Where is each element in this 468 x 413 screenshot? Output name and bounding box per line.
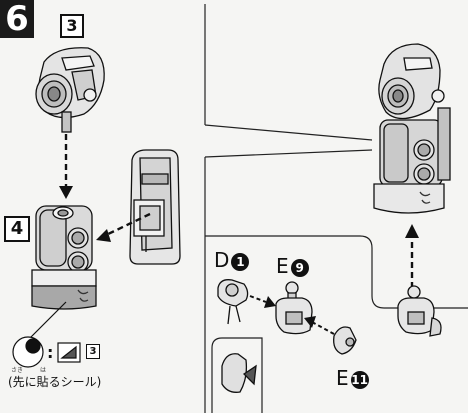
head-part-upper (36, 48, 104, 132)
backpack-part (130, 150, 180, 264)
part-e11 (334, 327, 356, 354)
part-label-e11: E11 (336, 368, 369, 389)
ruby-ha: は (40, 368, 46, 374)
assembly-arrow-up-right (405, 224, 419, 288)
part-e9-letter: E (276, 254, 289, 278)
sticker-detail-part (222, 354, 256, 393)
step-number: 6 (0, 0, 34, 38)
part-d1 (218, 280, 248, 324)
sticker-colon: : (47, 345, 53, 361)
sticker-note: (先に貼るシール) (8, 376, 101, 388)
part-e9 (276, 282, 312, 334)
ruby-saki: さき (11, 368, 23, 374)
part-d-letter: D (214, 248, 229, 272)
substep-label-3: 3 (60, 14, 84, 38)
arrow-d1-to-e9 (250, 296, 276, 308)
part-label-d1: D1 (214, 250, 249, 271)
completed-torso-right (374, 44, 450, 213)
assembled-small-part (398, 286, 441, 336)
substep-label-4: 4 (4, 216, 30, 242)
part-d-number: 1 (231, 253, 249, 271)
torso-assembly-left (32, 206, 96, 309)
part-label-e9: E9 (276, 256, 309, 277)
part-e11-letter: E (336, 366, 349, 390)
part-e11-number: 11 (351, 371, 369, 389)
sticker-ref-number: 3 (86, 344, 100, 359)
assembly-arrow-down-left (59, 134, 73, 199)
part-e9-number: 9 (291, 259, 309, 277)
